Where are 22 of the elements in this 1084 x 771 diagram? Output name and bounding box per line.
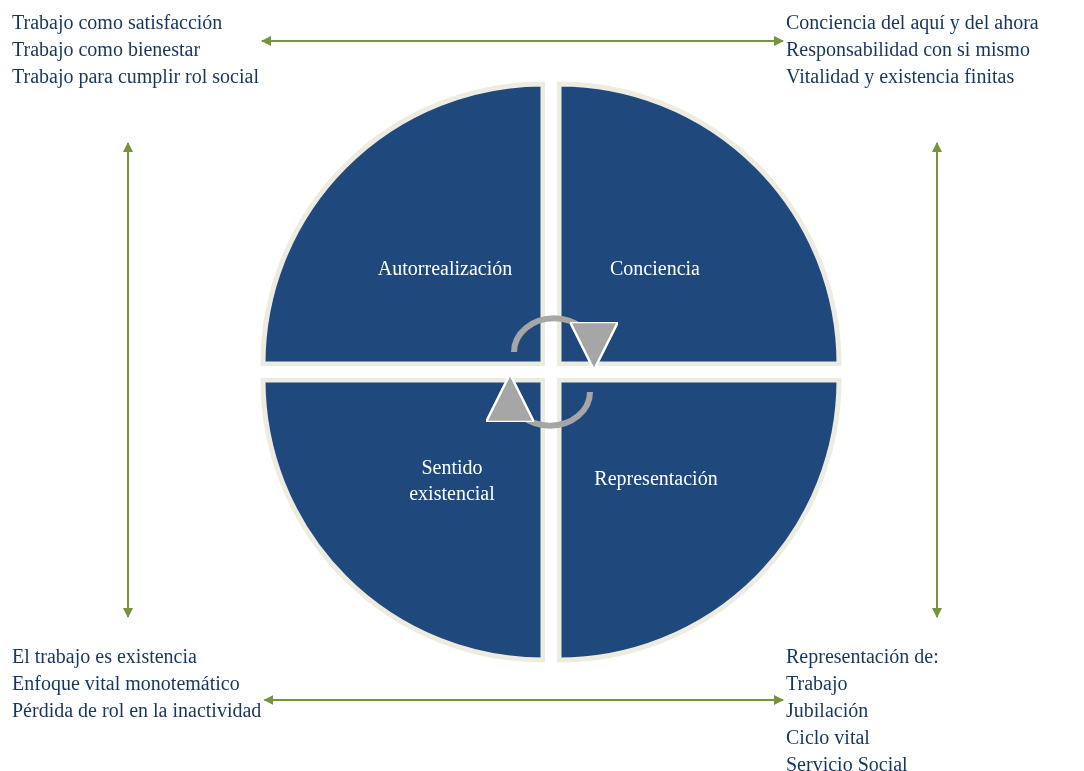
quadrant-label: Conciencia xyxy=(609,256,701,281)
text-line: Pérdida de rol en la inactividad xyxy=(12,698,262,723)
quadrant-label: Representación xyxy=(593,466,719,491)
text-line: Servicio Social xyxy=(786,752,909,771)
text-line: Representación de: xyxy=(786,644,939,670)
quadrant-label: Sentido existencial xyxy=(408,455,496,506)
text-line: Ciclo vital xyxy=(786,725,871,750)
text-line: Trabajo como bienestar xyxy=(12,37,202,63)
text-line: El trabajo es existencia xyxy=(12,644,198,670)
quadrant-label: Autorrealización xyxy=(376,256,514,281)
text-line: Conciencia del aquí y del ahora xyxy=(786,10,1039,36)
text-line: Vitalidad y existencia finitas xyxy=(786,64,1016,90)
double-arrow xyxy=(123,142,133,618)
text-line: Enfoque vital monotemático xyxy=(12,671,241,697)
double-arrow xyxy=(263,695,784,705)
text-line: Trabajo para cumplir rol social xyxy=(12,64,259,90)
text-line: Trabajo como satisfacción xyxy=(12,10,224,36)
text-line: Trabajo xyxy=(786,671,849,697)
double-arrow xyxy=(261,36,784,46)
text-line: Responsabilidad con si mismo xyxy=(786,37,1031,63)
text-line: Jubilación xyxy=(786,698,870,723)
double-arrow xyxy=(932,142,942,618)
